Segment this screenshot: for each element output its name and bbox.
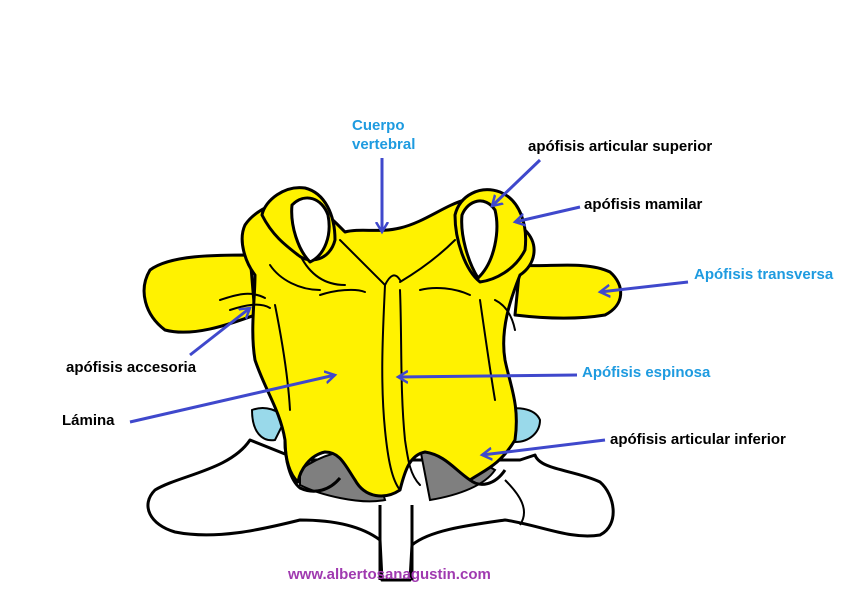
label-lamina: Lámina <box>62 412 115 429</box>
label-apofisis-accesoria: apófisis accesoria <box>66 359 197 376</box>
label-apofisis-mamilar: apófisis mamilar <box>584 196 703 213</box>
arrow-espinosa <box>398 375 578 377</box>
arrow-articular-superior <box>492 158 542 206</box>
label-cuerpo-line-1: Cuerpo <box>352 117 405 134</box>
website-watermark: www.albertosanagustin.com <box>288 566 491 583</box>
label-cuerpo-line-2: vertebral <box>352 136 416 153</box>
label-apofisis-articular-inferior: apófisis articular inferior <box>610 431 786 448</box>
arrow-mamilar <box>515 205 581 222</box>
superior-articular-processes <box>260 186 528 284</box>
vertebra-details <box>219 239 516 491</box>
label-apofisis-articular-superior: apófisis articular superior <box>528 138 713 155</box>
arrow-transversa <box>600 280 689 292</box>
arrow-articular-inferior <box>482 438 606 455</box>
left-facet-shape <box>250 407 287 442</box>
label-apofisis-transversa: Apófisis transversa <box>694 266 834 283</box>
arrow-accesoria <box>189 308 250 357</box>
label-arrows <box>129 158 689 455</box>
label-apofisis-espinosa: Apófisis espinosa <box>582 364 711 381</box>
arrow-lamina <box>129 375 335 424</box>
